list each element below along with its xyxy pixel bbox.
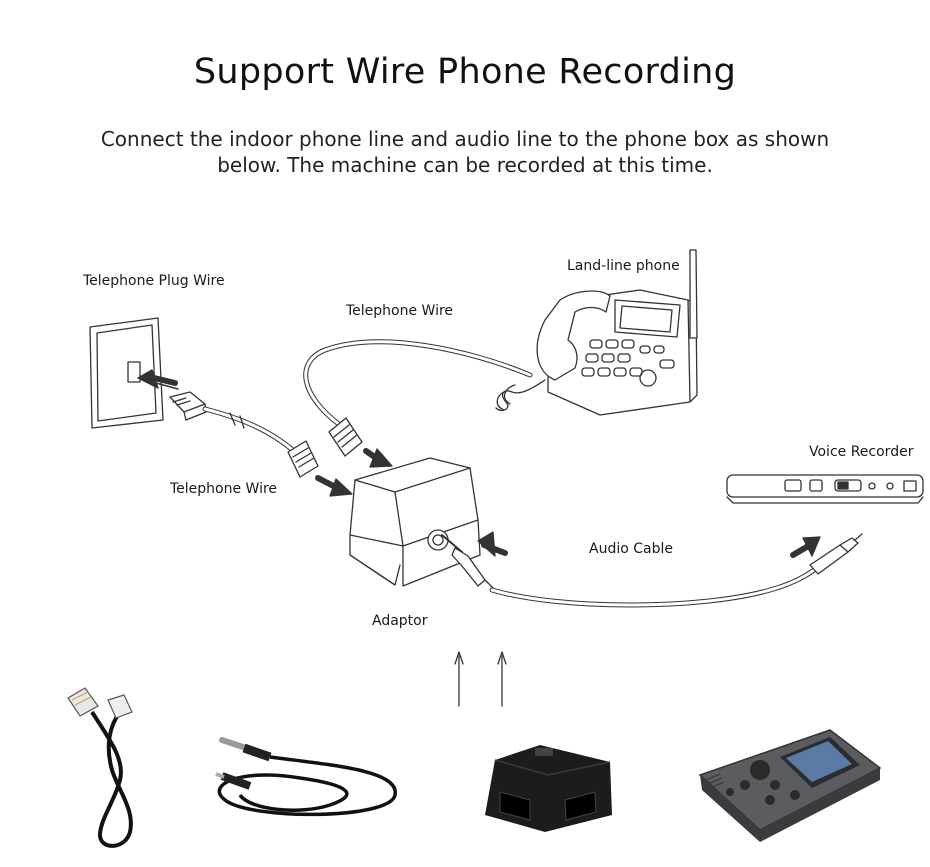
rj-plug-top-icon (328, 417, 363, 457)
landline-phone-icon (495, 249, 698, 416)
arrow-icon (454, 651, 507, 707)
label-landline-phone: Land-line phone (567, 258, 680, 274)
label-telephone-plug-wire: Telephone Plug Wire (83, 273, 225, 289)
telephone-cable-photo (67, 687, 133, 848)
label-telephone-wire-left: Telephone Wire (170, 481, 278, 497)
page-title: Support Wire Phone Recording (193, 52, 737, 92)
rj-plug-left-icon (287, 440, 319, 478)
adaptor-photo (485, 745, 612, 832)
page-subtitle: Connect the indoor phone line and audio … (100, 127, 830, 177)
wall-socket-icon (89, 317, 164, 429)
label-voice-recorder: Voice Recorder (809, 444, 914, 460)
audio-cable-photo (215, 737, 397, 817)
audio-plug-recorder-icon (809, 533, 863, 575)
label-audio-cable: Audio Cable (589, 541, 673, 557)
recorder-photo (698, 729, 882, 842)
label-adaptor: Adaptor (372, 613, 428, 629)
adaptor-box-icon (349, 457, 481, 587)
voice-recorder-icon (726, 474, 924, 504)
label-telephone-wire-top: Telephone Wire (346, 303, 454, 319)
rj-plug-socket-icon (169, 391, 207, 421)
